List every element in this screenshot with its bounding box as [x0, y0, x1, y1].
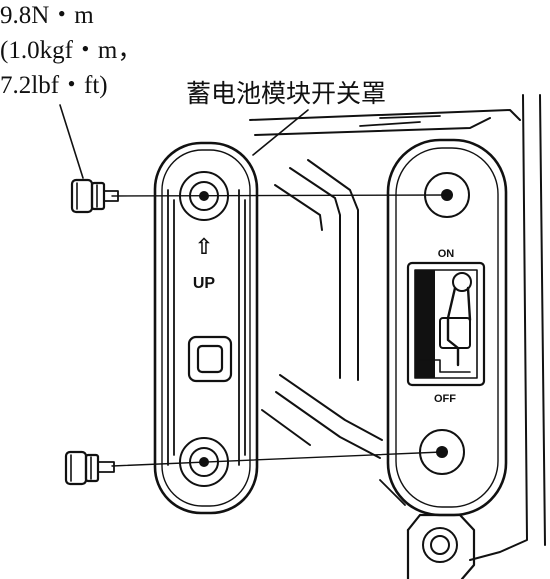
switch-off-label: OFF	[434, 393, 456, 405]
switch-mount-panel: ON OFF	[386, 138, 508, 517]
switch-cover: ⇧ UP	[153, 141, 259, 515]
bottom-mount-bracket	[406, 513, 476, 579]
battery-module-switch-cover-label: 蓄电池模块开关罩	[186, 80, 386, 108]
torque-spec-nm: 9.8N・m	[0, 2, 94, 29]
cover-up-label: UP	[193, 275, 216, 292]
up-arrow-icon: ⇧	[195, 234, 213, 259]
cover-leader-line	[252, 109, 309, 156]
panel-lower-bolt-hole	[419, 429, 465, 475]
torque-leader-line	[59, 104, 84, 179]
upper-bolt-icon	[70, 178, 119, 214]
torque-spec-lbf: 7.2lbf・ft)	[0, 72, 108, 99]
upper-alignment-line	[111, 194, 448, 197]
cover-lower-bolt-hole	[179, 437, 229, 487]
lower-alignment-line	[111, 451, 443, 467]
battery-module-toggle-switch	[406, 261, 486, 387]
cover-square-boss	[187, 335, 233, 383]
switch-on-label: ON	[438, 248, 455, 260]
housing-outline	[249, 94, 546, 561]
lower-bolt-icon	[64, 450, 115, 486]
torque-spec-kgf: (1.0kgf・m，	[0, 37, 142, 64]
